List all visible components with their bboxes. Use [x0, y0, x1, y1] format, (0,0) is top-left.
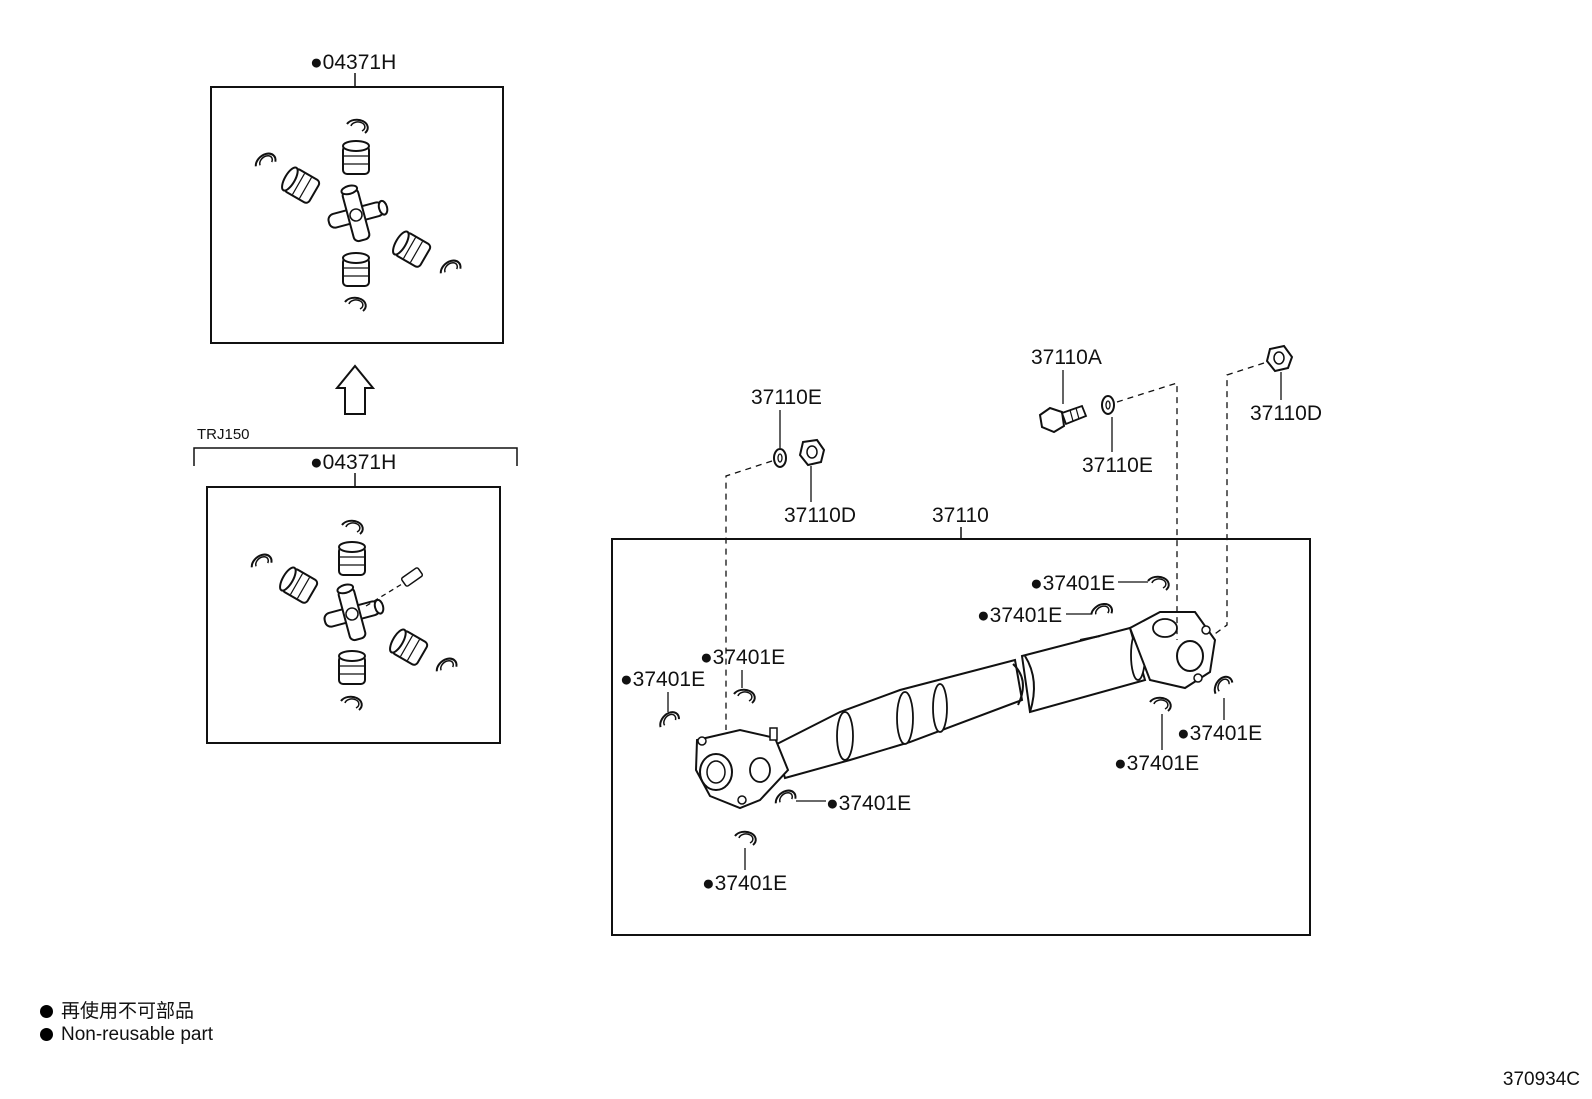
snap-ring-icon — [437, 255, 464, 282]
bearing-cup-icon — [338, 541, 366, 576]
washer-label-left[interactable]: 37110E — [751, 386, 822, 409]
snap-ring-icon — [344, 296, 367, 312]
hex-nut-icon — [798, 438, 826, 467]
bearing-cup-icon — [342, 252, 370, 287]
snap-ring-icon — [1149, 696, 1172, 712]
diagram-code: 370934C — [1502, 1069, 1580, 1090]
bottom-kit-label[interactable]: ●04371H — [310, 451, 396, 474]
snap-ring-icon — [346, 118, 369, 134]
rear-fasteners: 37110A 37110E 37110D — [1031, 344, 1322, 640]
snap-ring-label[interactable]: ●37401E — [977, 604, 1062, 627]
bearing-cup-icon — [386, 626, 430, 668]
snap-ring-icon — [734, 830, 757, 846]
bolt-label[interactable]: 37110A — [1031, 346, 1102, 369]
rear-flange-yoke-icon — [1128, 611, 1217, 690]
snap-ring-label[interactable]: ●37401E — [1030, 572, 1115, 595]
snap-ring-label[interactable]: ●37401E — [1114, 752, 1199, 775]
grease-nipple-icon — [365, 567, 424, 607]
lock-washer-icon — [773, 448, 787, 468]
nut-label-right[interactable]: 37110D — [1250, 402, 1322, 425]
lock-washer-icon — [1101, 395, 1115, 415]
up-arrow-icon — [334, 364, 376, 415]
legend-japanese: 再使用不可部品 — [40, 1000, 194, 1024]
front-fasteners: 37110E 37110D — [725, 386, 856, 730]
bearing-cup-icon — [278, 164, 322, 206]
legend-text: 再使用不可部品 — [61, 1001, 195, 1022]
variant-label: TRJ150 — [197, 426, 250, 443]
snap-ring-label[interactable]: ●37401E — [702, 872, 787, 895]
propeller-shaft-assembly: 37110 — [611, 504, 1311, 936]
snap-ring-icon — [656, 707, 682, 734]
nut-label-left[interactable]: 37110D — [784, 504, 856, 527]
washer-label-right[interactable]: 37110E — [1082, 454, 1153, 477]
flange-bolt-icon — [1038, 404, 1088, 434]
snap-ring-icon — [1088, 599, 1115, 624]
snap-ring-icon — [733, 688, 756, 704]
snap-ring-icon — [248, 549, 275, 576]
snap-ring-label[interactable]: ●37401E — [620, 668, 705, 691]
hex-nut-icon — [1265, 344, 1294, 373]
bullet-icon — [40, 1028, 53, 1041]
snap-ring-icon — [341, 519, 364, 535]
bottom-joint-kit: TRJ150 ●04371H — [193, 426, 518, 744]
shaft-tube-icon — [773, 626, 1147, 780]
snap-ring-icon — [340, 695, 363, 711]
snap-ring-icon — [1147, 575, 1170, 591]
bearing-cup-icon — [342, 140, 370, 175]
bearing-cup-icon — [276, 564, 320, 606]
spider-cross-icon — [316, 575, 391, 648]
snap-ring-icon — [433, 653, 460, 680]
snap-ring-label[interactable]: ●37401E — [700, 646, 785, 669]
spider-cross-icon — [320, 176, 395, 249]
snap-ring-icon — [1210, 672, 1235, 700]
bearing-cup-icon — [338, 650, 366, 685]
snap-ring-label[interactable]: ●37401E — [1177, 722, 1262, 745]
bearing-cup-icon — [389, 228, 433, 270]
top-joint-kit: ●04371H — [210, 51, 504, 344]
top-kit-label[interactable]: ●04371H — [310, 51, 396, 74]
legend-english: Non-reusable part — [40, 1023, 213, 1047]
assembly-label[interactable]: 37110 — [932, 504, 989, 527]
snap-ring-label[interactable]: ●37401E — [826, 792, 911, 815]
front-flange-yoke-icon — [694, 727, 790, 810]
snap-ring-icon — [252, 148, 279, 175]
bullet-icon — [40, 1005, 53, 1018]
snap-ring-icon — [772, 785, 799, 812]
legend-text: Non-reusable part — [61, 1024, 214, 1045]
